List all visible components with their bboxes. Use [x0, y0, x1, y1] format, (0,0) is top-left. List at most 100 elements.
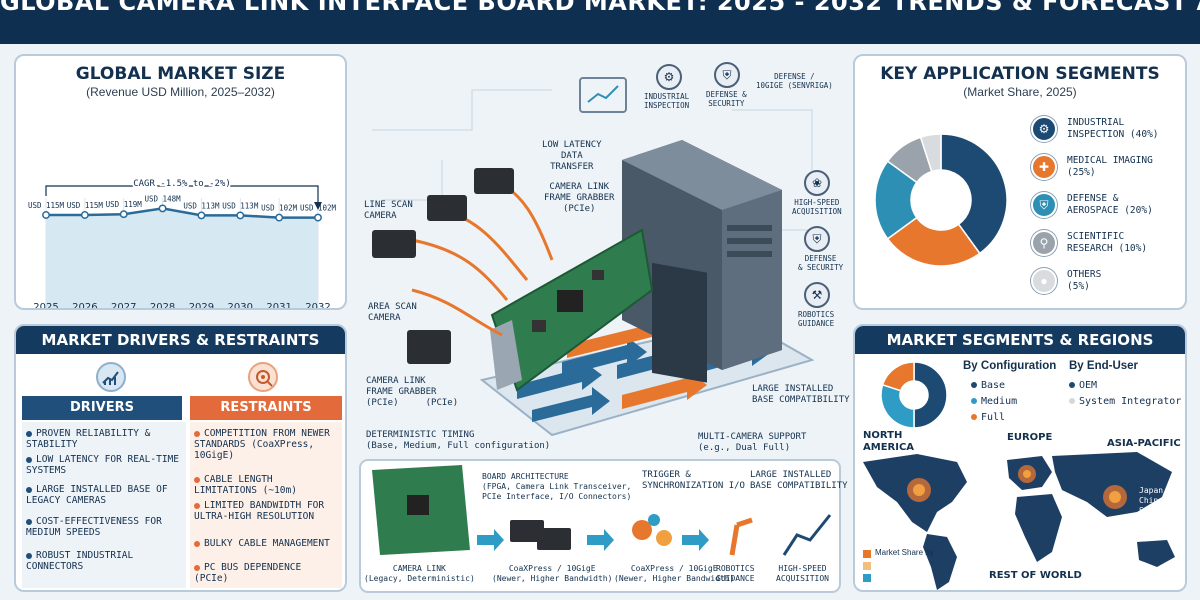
data-label: USD 115M — [67, 201, 104, 210]
legend-item: Medium — [971, 396, 1017, 408]
data-label: USD 119M — [106, 200, 143, 209]
legend-item: Full — [971, 412, 1005, 424]
evolution-label: CoaXPress / 10GigE (Newer, Higher Bandwi… — [614, 564, 735, 583]
by-configuration-label: By Configuration — [963, 360, 1057, 372]
right-icon-label: ROBOTICS GUIDANCE — [798, 310, 835, 328]
right-icon-label: DEFENSE & SECURITY — [798, 254, 844, 272]
restraints-list: COMPETITION FROM NEWER STANDARDS (CoaXPr… — [190, 422, 342, 588]
drivers-header: DRIVERS — [22, 396, 182, 420]
top-icon-label: DEFENSE / 10GIGE (SENVRIGA) — [756, 72, 833, 90]
inspection-icon: ⚙ — [656, 64, 682, 90]
right-icon-label: HIGH-SPEED ACQUISITION — [792, 198, 842, 216]
data-point — [42, 211, 50, 219]
legend-item: OEM — [1069, 380, 1097, 392]
evolution-label: ROBOTICS GUIDANCE — [716, 564, 755, 583]
series-line — [46, 207, 318, 219]
donut-slice — [913, 361, 948, 429]
regions-title: MARKET SEGMENTS & REGIONS — [855, 326, 1185, 354]
drivers-list: PROVEN RELIABILITY & STABILITY LOW LATEN… — [22, 422, 186, 588]
segment-icon: ⛨ — [1031, 192, 1057, 218]
list-item: BULKY CABLE MANAGEMENT — [194, 538, 340, 549]
center-illustration: LINE SCAN CAMERA AREA SCAN CAMERA LOW LA… — [352, 50, 850, 596]
frame-grabber-left-label: CAMERA LINK FRAME GRABBER (PCIe) (PCIe) — [366, 376, 459, 408]
large-installed-label-2: LARGE INSTALLED BASE COMPATIBILITY — [750, 470, 848, 491]
market-size-title: GLOBAL MARKET SIZE — [75, 64, 286, 84]
drivers-restraints-panel: MARKET DRIVERS & RESTRAINTS DRIVERS REST… — [14, 324, 347, 592]
market-size-panel: GLOBAL MARKET SIZE (Revenue USD Million,… — [14, 54, 347, 310]
restraints-header: RESTRAINTS — [190, 396, 342, 420]
list-item: PC BUS DEPENDENCE (PCIe) — [194, 562, 302, 584]
data-label: USD 113M — [222, 201, 259, 210]
segment-label: INDUSTRIAL INSPECTION (40%) — [1067, 117, 1159, 140]
segment-label: DEFENSE & AEROSPACE (20%) — [1067, 193, 1153, 216]
board-architecture-label: BOARD ARCHITECTURE (FPGA, Camera Link Tr… — [482, 472, 632, 501]
data-point — [119, 210, 128, 219]
chart-area — [46, 208, 318, 308]
data-point — [158, 204, 167, 213]
evolution-label: CAMERA LINK (Legacy, Deterministic) — [364, 564, 475, 583]
hardware-illustration — [359, 77, 841, 593]
segment-label: SCIENTIFIC RESEARCH (10%) — [1067, 231, 1148, 254]
top-icon-label: DEFENSE & SECURITY — [706, 90, 747, 108]
segment-icon: ✚ — [1031, 154, 1057, 180]
evolution-label: HIGH-SPEED ACQUISITION — [776, 564, 829, 583]
applications-title: KEY APPLICATION SEGMENTS — [880, 64, 1160, 84]
list-item: ROBUST INDUSTRIAL CONNECTORS — [26, 550, 134, 572]
north-america-label: NORTH AMERICA — [863, 430, 915, 453]
x-tick-label: 2030 — [228, 302, 253, 308]
area-scan-label: AREA SCAN CAMERA — [368, 302, 417, 323]
data-label: USD 102M — [300, 204, 337, 213]
list-item: LARGE INSTALLED BASE OF LEGACY CAMERAS — [26, 484, 168, 506]
data-point — [236, 211, 245, 220]
segment-label: OTHERS (5%) — [1067, 269, 1102, 292]
data-label: USD 148M — [145, 194, 182, 203]
robot-arm-icon: ❀ — [804, 170, 830, 196]
rest-of-world-label: REST OF WORLD — [989, 570, 1082, 581]
x-tick-label: 2029 — [189, 302, 214, 308]
deterministic-label: DETERMINISTIC TIMING (Base, Medium, Full… — [366, 430, 551, 451]
frame-grabber-top-label: CAMERA LINK FRAME GRABBER (PCIe) — [544, 182, 615, 214]
x-tick-label: 2026 — [72, 302, 97, 308]
asia-pacific-label: ASIA-PACIFIC — [1107, 438, 1181, 449]
donut-slice — [881, 361, 915, 392]
data-point — [314, 213, 322, 222]
applications-panel: KEY APPLICATION SEGMENTS (Market Share, … — [853, 54, 1187, 310]
low-latency-label: LOW LATENCY DATA TRANSFER — [542, 140, 602, 172]
large-installed-label: LARGE INSTALLED BASE COMPATIBILITY — [752, 384, 850, 405]
cagr-bracket — [45, 185, 319, 208]
list-item: COST-EFFECTIVENESS FOR MEDIUM SPEEDS — [26, 516, 162, 538]
data-label: USD 115M — [28, 201, 65, 210]
list-item: COMPETITION FROM NEWER STANDARDS (CoaXPr… — [194, 428, 330, 461]
list-item: PROVEN RELIABILITY & STABILITY — [26, 428, 151, 450]
robot-icon: ⚒ — [804, 282, 830, 308]
x-tick-label: 2025 — [33, 302, 58, 308]
data-point — [197, 211, 206, 220]
data-label: USD 102M — [261, 204, 298, 213]
segment-label: MEDICAL IMAGING (25%) — [1067, 155, 1153, 178]
donut-slice — [880, 383, 915, 429]
by-end-user-label: By End-User — [1069, 360, 1139, 372]
donut-slice — [886, 216, 981, 267]
applications-subtitle: (Market Share, 2025) — [963, 85, 1077, 99]
list-item: LOW LATENCY FOR REAL-TIME SYSTEMS — [26, 454, 179, 476]
multi-camera-label: MULTI-CAMERA SUPPORT (e.g., Dual Full) — [698, 432, 807, 453]
x-tick-label: 2028 — [150, 302, 175, 308]
data-point — [80, 211, 89, 219]
configuration-donut-chart — [880, 361, 948, 429]
donut-slice — [919, 133, 942, 173]
drivers-restraints-title: MARKET DRIVERS & RESTRAINTS — [16, 326, 345, 354]
data-label: USD 113M — [183, 201, 220, 210]
cagr-label: CAGR -1.5% to -2%) — [133, 179, 231, 189]
map-legend-label: Market Share by — [875, 548, 934, 557]
line-scan-label: LINE SCAN CAMERA — [364, 200, 413, 221]
top-icon-label: INDUSTRIAL INSPECTION — [644, 92, 690, 110]
europe-label: EUROPE — [1007, 432, 1053, 443]
applications-donut-chart — [874, 133, 1008, 267]
market-size-chart: CAGR -1.5% to -2%) USD 115M 2025 USD 115M 20… — [28, 177, 337, 308]
x-tick-label: 2031 — [266, 302, 291, 308]
header-bar: GLOBAL CAMERA LINK INTERFACE BOARD MARKE… — [0, 0, 1200, 44]
world-map — [863, 452, 1175, 590]
market-size-subtitle: (Revenue USD Million, 2025–2032) — [86, 85, 275, 99]
list-item: LIMITED BANDWIDTH FOR ULTRA-HIGH RESOLUT… — [194, 500, 325, 522]
shield-icon: ⛨ — [804, 226, 830, 252]
